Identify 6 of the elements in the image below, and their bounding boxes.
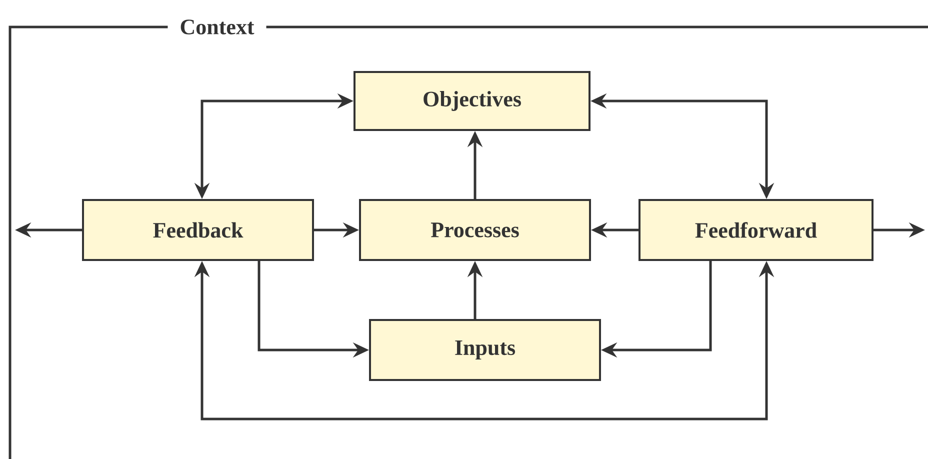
node-label: Context	[180, 20, 254, 34]
process-box: Feedforward	[638, 199, 874, 261]
process-box: Processes	[359, 199, 591, 261]
process-box: Inputs	[369, 319, 601, 381]
process-box: Objectives	[354, 71, 590, 131]
process-box: Feedback	[82, 199, 314, 261]
